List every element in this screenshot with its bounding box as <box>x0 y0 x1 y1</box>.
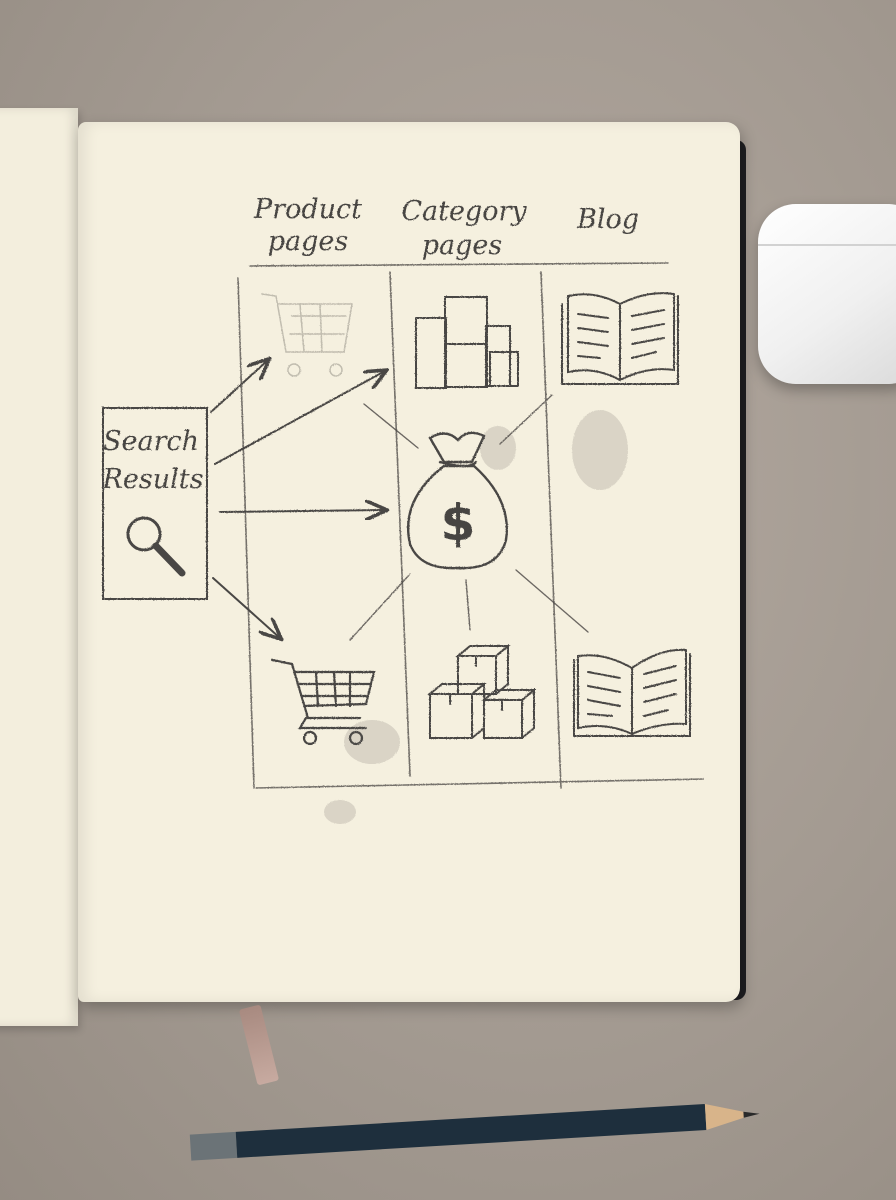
pencil-end-cap <box>189 1131 238 1161</box>
dollar-sign: $ <box>441 494 476 552</box>
stacked-boxes-icon <box>427 643 537 739</box>
arrow-to-category-boxes <box>214 371 385 465</box>
column-label-product-line1: Product <box>253 194 362 225</box>
search-results-frame <box>102 407 208 600</box>
pencil-body <box>235 1104 707 1158</box>
connector-top-left <box>363 403 419 449</box>
connector-lines <box>349 394 589 641</box>
column-divider-right <box>540 271 562 789</box>
pencil-wood-tip <box>704 1104 744 1130</box>
column-label-product-line2: pages <box>268 226 349 257</box>
search-label-line1: Search <box>103 426 199 457</box>
blog-book-icon-bottom <box>573 648 691 737</box>
arrow-to-money-bag <box>219 510 385 512</box>
column-label-category-line1: Category <box>401 196 527 227</box>
money-bag-icon: $ <box>406 431 508 570</box>
magnifying-glass-icon <box>126 516 186 577</box>
connector-bottom-right <box>515 569 589 633</box>
connector-bottom-left <box>349 573 411 641</box>
connector-bottom-center <box>465 579 471 631</box>
column-divider-middle <box>389 271 411 777</box>
pencil-lead <box>743 1111 760 1118</box>
faint-cart-icon <box>261 293 353 377</box>
column-divider-left <box>237 277 255 789</box>
arrow-to-faint-cart <box>210 360 268 413</box>
eraser-smudges <box>324 410 628 824</box>
left-notebook-page <box>0 108 78 1026</box>
column-headings: Product pages Category pages Blog <box>253 194 639 261</box>
bottom-rule <box>255 778 705 789</box>
column-label-blog: Blog <box>576 204 639 235</box>
arrow-to-shopping-cart <box>212 577 280 638</box>
sketch-page <box>78 122 740 1002</box>
blog-book-icon-top <box>561 292 679 385</box>
table-grid <box>237 262 705 789</box>
earbuds-case <box>758 204 896 384</box>
search-label-line2: Results <box>102 464 204 495</box>
top-rule <box>249 262 669 267</box>
column-label-category-line2: pages <box>422 230 503 261</box>
search-results-box: Search Results <box>102 407 208 600</box>
category-buildings-icon <box>415 296 519 389</box>
arrows <box>210 360 385 638</box>
